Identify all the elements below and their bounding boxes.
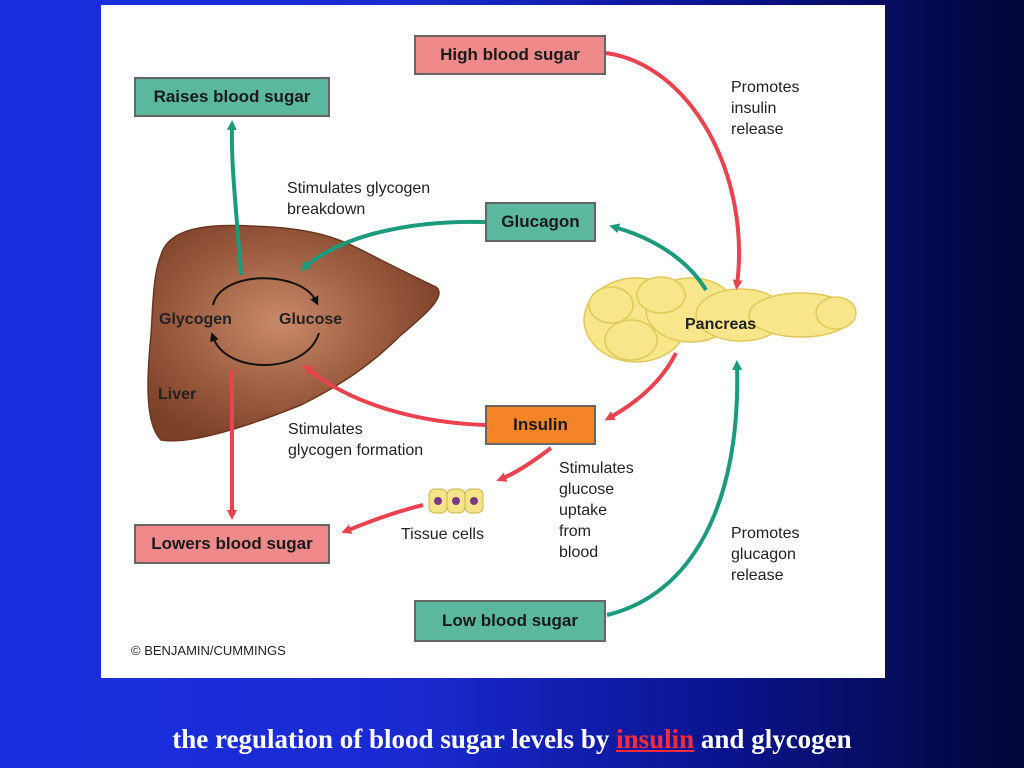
diagram-panel: High blood sugar Raises blood sugar Gluc… <box>101 5 885 678</box>
arrow-glucagon-to-liver <box>300 219 487 272</box>
lowers-blood-sugar-box: Lowers blood sugar <box>134 524 330 564</box>
raises-blood-sugar-box: Raises blood sugar <box>134 77 330 117</box>
stimulates-glycogen-formation-label: Stimulates glycogen formation <box>288 421 424 459</box>
high-blood-sugar-box: High blood sugar <box>414 35 606 75</box>
arrow-high-to-pancreas <box>605 51 743 290</box>
diagram-graphics <box>147 51 857 617</box>
liver-shape <box>147 224 440 442</box>
insulin-box: Insulin <box>485 405 596 445</box>
tissue-cells-label: Tissue cells <box>401 526 484 543</box>
low-blood-sugar-box: Low blood sugar <box>414 600 606 642</box>
copyright-label: © BENJAMIN/CUMMINGS <box>131 643 286 658</box>
arrow-pancreas-to-glucagon <box>609 223 708 292</box>
promotes-glucagon-release-label: Promotes glucagon release <box>731 525 800 584</box>
stimulates-glycogen-breakdown-label: Stimulates glycogen breakdown <box>287 180 431 218</box>
arrow-low-to-pancreas <box>606 360 743 617</box>
arrow-tissue-to-lowers <box>341 503 424 534</box>
tissue-cells-shape <box>428 488 484 514</box>
slide-caption: the regulation of blood sugar levels by … <box>0 724 1024 755</box>
cycle-arrow-bottom <box>210 332 320 366</box>
arrow-liver-to-raises <box>226 120 243 276</box>
pancreas-label: Pancreas <box>685 316 757 333</box>
glucagon-box: Glucagon <box>485 202 596 242</box>
promotes-insulin-release-label: Promotes insulin release <box>731 79 800 138</box>
cycle-arrow-top <box>212 277 319 306</box>
caption-highlight-link[interactable]: insulin <box>616 724 695 754</box>
arrow-insulin-to-liver <box>303 364 487 427</box>
caption-text-after: and glycogen <box>694 724 852 754</box>
stimulates-glucose-uptake-label: Stimulates glucose uptake from blood <box>559 460 634 561</box>
arrow-insulin-to-tissue <box>496 446 553 482</box>
glycogen-label: Glycogen <box>159 311 232 328</box>
glucose-label: Glucose <box>279 311 343 328</box>
arrow-pancreas-to-insulin <box>604 352 678 421</box>
caption-text-before: the regulation of blood sugar levels by <box>172 724 617 754</box>
liver-label: Liver <box>158 386 197 403</box>
pancreas-shape <box>583 276 857 363</box>
